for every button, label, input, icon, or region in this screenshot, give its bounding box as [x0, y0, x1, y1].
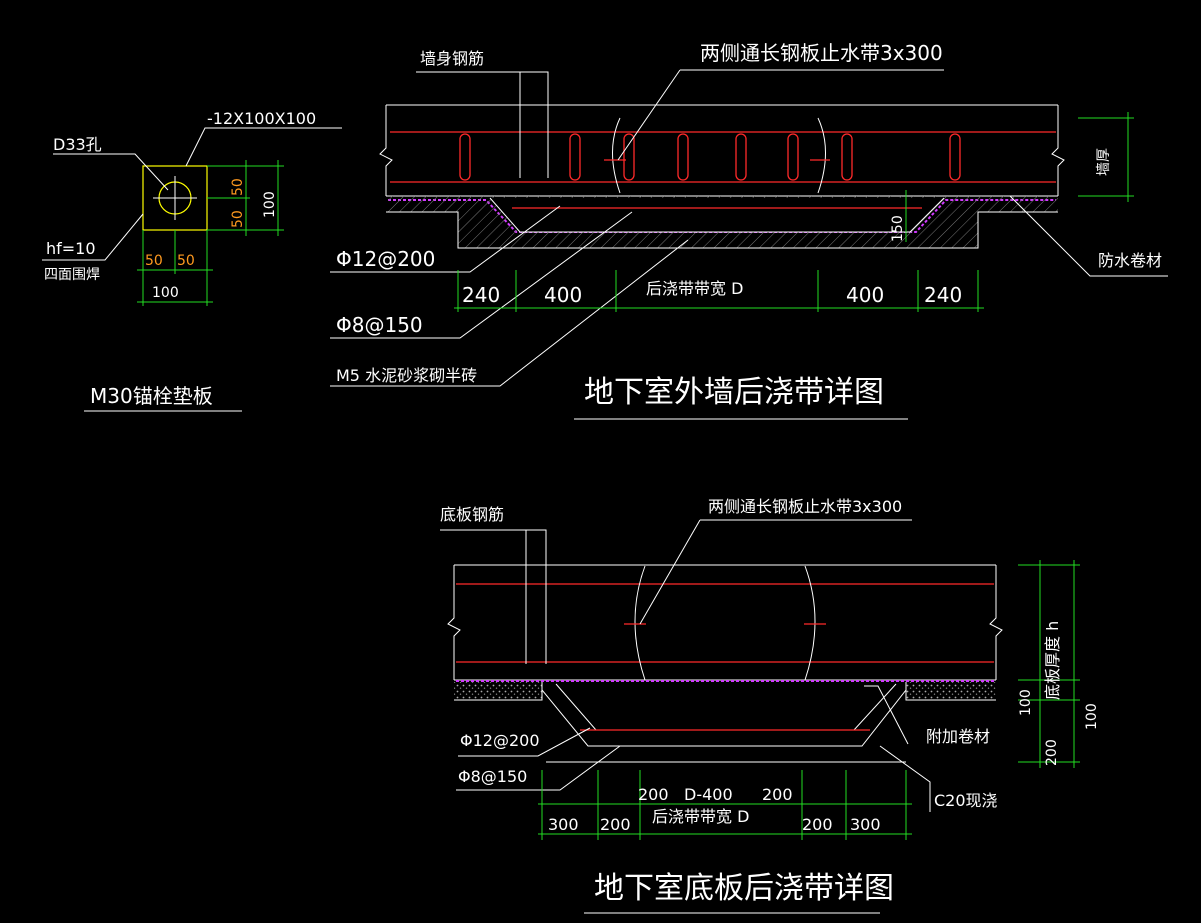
wall-stirrups: [459, 133, 961, 181]
slab-concrete-label: C20现浇: [934, 791, 998, 810]
wall-detail-title: 地下室外墙后浇带详图: [584, 375, 884, 410]
dim-v1: 50: [230, 178, 246, 196]
slab-bottom-dim-1: 200: [600, 815, 631, 834]
slab-bottom-dim-0: 300: [548, 815, 579, 834]
slab-top-dim-0: 200: [638, 785, 669, 804]
dim-h1: 50: [145, 253, 163, 269]
hole-label: D33孔: [53, 135, 102, 154]
slab-extra-membrane-label: 附加卷材: [926, 727, 990, 746]
weld-note-label: 四面围焊: [44, 267, 100, 283]
slab-bottom-dim-2: 后浇带带宽 D: [652, 807, 749, 826]
anchor-plate-title: M30锚栓垫板: [90, 384, 213, 408]
dim-v2: 50: [230, 210, 246, 228]
wall-dim-0: 240: [462, 283, 500, 307]
slab-dim-100b: 100: [1084, 703, 1100, 730]
wall-rebar-label: 墙身钢筋: [420, 49, 484, 68]
wall-dist-bar: Φ8@150: [336, 313, 423, 337]
wall-waterproof-label: 防水卷材: [1098, 251, 1162, 270]
wall-waterstop-label: 两侧通长钢板止水带3x300: [700, 41, 943, 65]
slab-detail: 底板钢筋 两侧通长钢板止水带3x300 底板厚度 h 100 100 200 附…: [440, 497, 1100, 914]
wall-dim-3: 400: [846, 283, 884, 307]
weld-size-label: hf=10: [46, 239, 96, 258]
slab-dim-100a: 100: [1018, 689, 1034, 716]
wall-main-bar: Φ12@200: [336, 247, 435, 271]
anchor-plate-detail: D33孔 -12X100X100 hf=10 四面围焊 50 50 100 50…: [42, 109, 342, 412]
slab-dist-bar: Φ8@150: [458, 767, 527, 786]
slab-main-bar: Φ12@200: [460, 731, 540, 750]
wall-dim-150: 150: [890, 215, 906, 242]
plate-spec-label: -12X100X100: [207, 109, 316, 128]
slab-rebar-label: 底板钢筋: [440, 505, 504, 524]
wall-brick-label: M5 水泥砂浆砌半砖: [336, 366, 477, 385]
dim-h2: 50: [177, 253, 195, 269]
slab-top-dim-2: 200: [762, 785, 793, 804]
wall-dim-2: 后浇带带宽 D: [646, 279, 743, 298]
slab-dim-200: 200: [1044, 739, 1060, 766]
slab-waterstop-label: 两侧通长钢板止水带3x300: [708, 497, 902, 516]
wall-dim-4: 240: [924, 283, 962, 307]
wall-dim-1: 400: [544, 283, 582, 307]
dim-h-total: 100: [152, 285, 179, 301]
slab-thickness-label: 底板厚度 h: [1043, 621, 1062, 700]
wall-thickness-label: 墙厚: [1096, 148, 1112, 176]
slab-top-dim-1: D-400: [684, 785, 733, 804]
slab-detail-title: 地下室底板后浇带详图: [594, 871, 894, 906]
slab-bottom-dim-3: 200: [802, 815, 833, 834]
slab-bottom-dim-4: 300: [850, 815, 881, 834]
wall-detail: 墙身钢筋 两侧通长钢板止水带3x300 墙厚 防水卷材 Φ12@200 Φ8@1…: [330, 41, 1168, 420]
dim-v-total: 100: [262, 191, 278, 218]
